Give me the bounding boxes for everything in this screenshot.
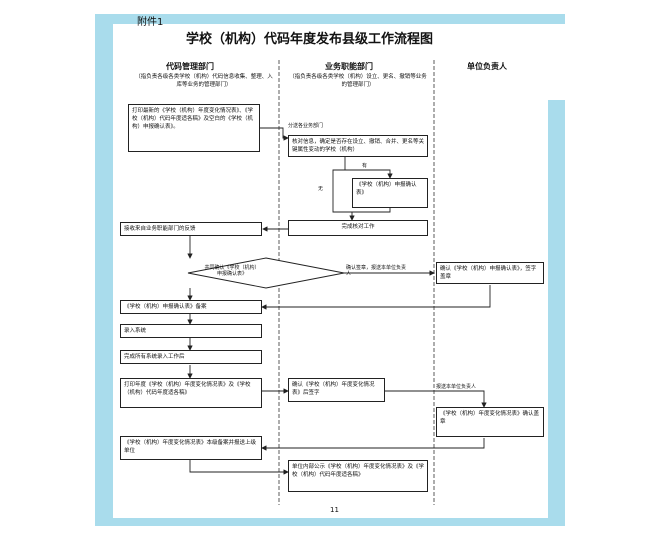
node-unit-sign: 确认《学校（机构）申报确认表》，签字盖章 [436, 262, 544, 284]
label-yes: 有 [362, 163, 368, 169]
node-confirm-sign: 确认《学校（机构）年度变化情况表》后签字 [288, 378, 385, 402]
node-decision-label: 共同确认《学校（机构）申报确认表》 [204, 265, 260, 277]
column-header-business: 业务职能部门 [325, 62, 373, 71]
node-print-again: 打印年度《学校（机构）年度变化情况表》及《学校（机构）代码年度适各稿》 [120, 378, 262, 408]
frame-border-right [548, 100, 565, 526]
column-desc-code-mgmt: （指负责各级各类学校（机构）代码信息收集、整理、入库等业务的管理部门） [135, 74, 273, 88]
column-header-unit-head: 单位负责人 [467, 62, 507, 71]
node-print-tables: 打印最新的《学校（机构）年度变化情况表》、《学校（机构）代码年度适各稿》及空白的… [128, 104, 260, 152]
label-distribute: 分送各业务部门 [288, 123, 324, 129]
label-no: 无 [318, 186, 324, 192]
decision-diamond [187, 257, 345, 289]
column-desc-business: （指负责各级各类学校（机构）设立、更名、撤销等业务的管理部门） [289, 74, 427, 88]
frame-border-left [95, 14, 113, 526]
column-header-code-mgmt: 代码管理部门 [166, 62, 214, 71]
frame-border-top [95, 14, 565, 24]
node-complete-verify: 完成核对工作 [288, 220, 428, 236]
page-number: 11 [330, 506, 339, 514]
node-publish: 单位内部公示《学校（机构）年度变化情况表》及《学校（机构）代码年度适各稿》 [288, 460, 428, 492]
node-complete-entry: 完成所有系统录入工作后 [120, 350, 262, 364]
node-fill-confirm: 《学校（机构）申报确认表》 [352, 178, 428, 208]
node-verify-info: 核对信息，确定是否存在设立、撤销、合并、更名等关键属性变动的学校（机构） [288, 135, 428, 157]
node-receive-feedback: 接收来自业务职能部门的反馈 [120, 222, 262, 236]
label-to-unit-2: 报送本单位负责人 [436, 384, 477, 390]
node-enter-system: 录入系统 [120, 324, 262, 338]
node-archive: 《学校（机构）申报确认表》备案 [120, 300, 262, 314]
node-unit-stamp: 《学校（机构）年度变化情况表》确认盖章 [436, 407, 544, 437]
label-to-unit: 确认签章，报送本单位负责人 [346, 265, 407, 277]
page-title: 学校（机构）代码年度发布县级工作流程图 [186, 32, 434, 47]
node-report-upper: 《学校（机构）年度变化情况表》本级备案并报送上级单位 [120, 436, 262, 460]
frame-border-bottom [95, 518, 565, 526]
attachment-label: 附件1 [137, 17, 164, 28]
